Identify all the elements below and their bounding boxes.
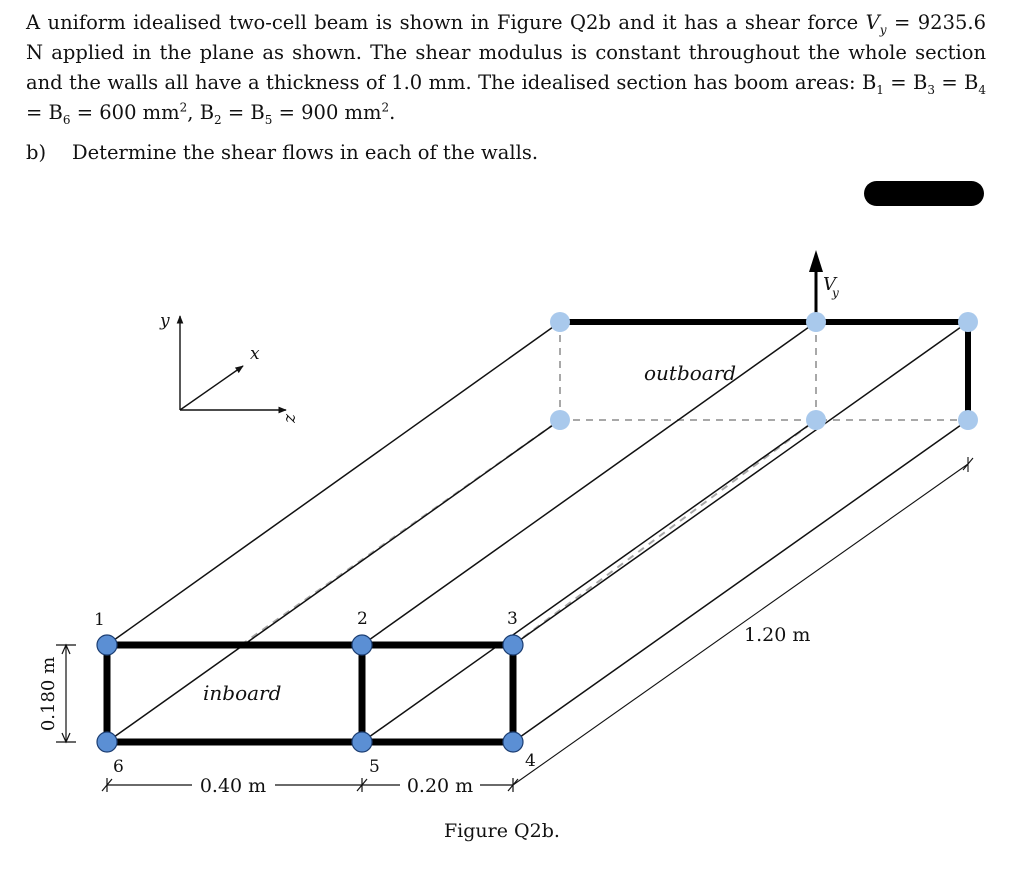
edge-long-5 <box>361 419 817 743</box>
width-dim-right: 0.20 m <box>407 775 473 797</box>
x-axis-label: x <box>250 344 260 364</box>
outboard-boom-6 <box>550 410 570 430</box>
outboard-booms <box>550 312 978 430</box>
boom-2 <box>351 634 373 656</box>
edge-long-4 <box>512 419 969 743</box>
boom-3 <box>502 634 524 656</box>
width-dim-left: 0.40 m <box>200 775 266 797</box>
boom-label-3: 3 <box>507 609 518 629</box>
boom-1 <box>96 634 118 656</box>
height-dim-label: 0.180 m <box>38 657 59 731</box>
question-text: Determine the shear flows in each of the… <box>72 141 539 164</box>
inboard-booms <box>96 634 524 753</box>
redaction-bar <box>864 181 984 206</box>
force-label: Vy <box>823 274 839 300</box>
boom-4 <box>502 731 524 753</box>
outboard-label: outboard <box>644 361 736 385</box>
outboard-section <box>560 319 971 420</box>
problem-statement: A uniform idealised two-cell beam is sho… <box>26 11 987 127</box>
edge-long-3 <box>512 321 969 646</box>
outboard-boom-4 <box>958 410 978 430</box>
boom-label-1: 1 <box>94 610 105 630</box>
x-axis-arrow <box>179 365 244 411</box>
question-label: b) <box>26 141 47 164</box>
y-axis-label: y <box>159 311 170 331</box>
boom-6 <box>96 731 118 753</box>
boom-labels: 1 2 3 4 5 6 <box>94 609 536 777</box>
edge-long-2 <box>361 321 817 646</box>
hidden-edge-long-3 <box>512 419 817 646</box>
boom-label-4: 4 <box>525 751 536 771</box>
outboard-boom-1 <box>550 312 570 332</box>
height-dimension <box>56 643 76 744</box>
inboard-label: inboard <box>203 681 281 705</box>
z-axis-label: z <box>281 413 301 424</box>
edge-long-1 <box>106 321 561 646</box>
length-dim-label: 1.20 m <box>744 624 810 646</box>
outboard-boom-2 <box>806 312 826 332</box>
boom-label-5: 5 <box>369 757 380 777</box>
outboard-boom-3 <box>958 312 978 332</box>
axis-triad: y x z <box>159 311 301 424</box>
force-arrow-icon <box>809 250 823 272</box>
outboard-boom-5 <box>806 410 826 430</box>
figure-caption: Figure Q2b. <box>444 820 560 842</box>
boom-label-6: 6 <box>113 757 124 777</box>
inboard-section <box>103 641 517 746</box>
question-b: b) Determine the shear flows in each of t… <box>26 141 538 164</box>
longitudinal-edges <box>106 321 969 743</box>
hidden-edges <box>240 322 968 646</box>
boom-label-2: 2 <box>357 609 368 629</box>
boom-5 <box>351 731 373 753</box>
length-dimension <box>512 457 974 786</box>
shear-force-vy: Vy <box>809 250 839 322</box>
